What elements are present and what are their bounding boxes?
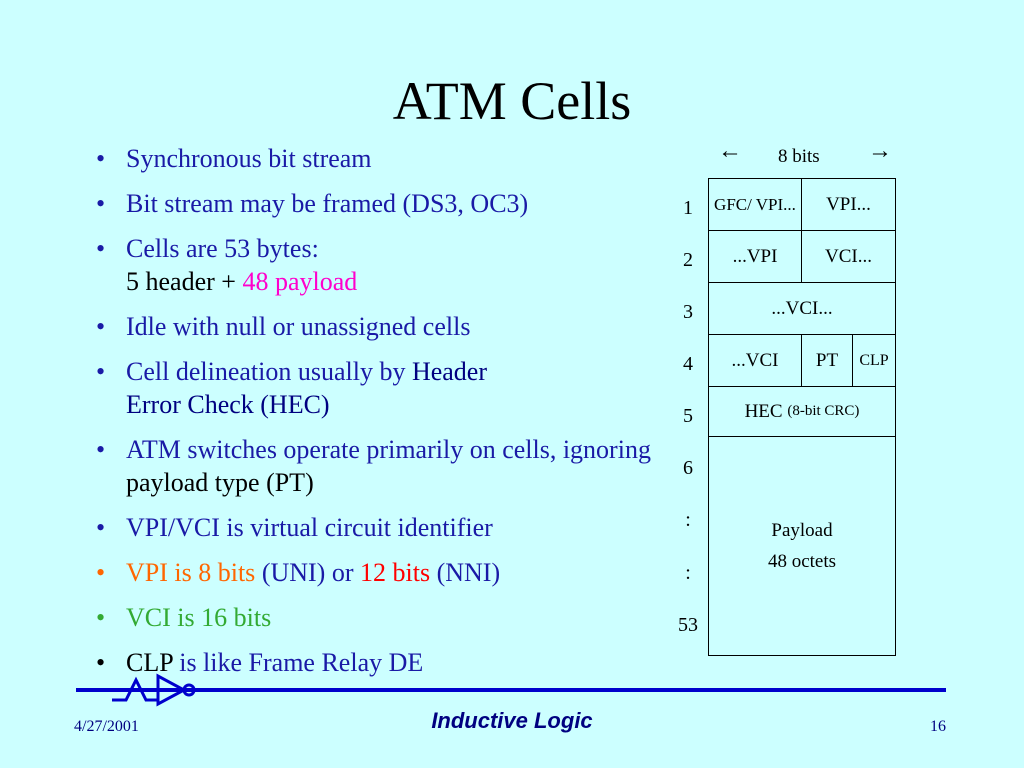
bullet-text: Cells are 53 bytes: [126,234,319,263]
row-number: 3 [683,301,693,323]
slide-title: ATM Cells [392,71,632,131]
cell-payload: Payload 48 octets [708,436,896,656]
logic-gate-icon [112,673,222,707]
row-number: 1 [683,197,693,219]
bullet-text: + [214,267,243,296]
cell-pt: PT [801,334,853,387]
payload-size: 48 octets [767,550,837,572]
cell-clp: CLP [852,334,896,387]
row-number: 5 [683,405,693,427]
cell-vci-mid: ...VCI... [708,282,896,335]
arrow-left-icon: ← [718,138,742,164]
cell-vpi-cont: ...VPI [708,230,802,283]
bullet-dot: • [96,513,106,542]
footer-divider [76,673,946,720]
cell-vpi: VPI... [801,178,896,231]
footer-brand: Inductive Logic [431,708,593,733]
row-number: 2 [683,249,693,271]
arrow-right-icon: → [868,138,892,164]
footer-date: 4/27/2001 [74,718,139,735]
bullet-dot: • [96,603,106,632]
bullet-text: VPI is 8 bits [126,558,256,587]
bullet-list: • Synchronous bit stream • Bit stream may … [96,142,666,691]
hec-detail: (8-bit CRC) [787,403,860,419]
cell-hec: HEC (8-bit CRC) [708,386,896,437]
bullet-item: • Synchronous bit stream [96,142,666,175]
bullet-text: VPI/VCI is virtual circuit identifier [126,513,493,542]
bullet-dot: • [96,312,106,341]
cell-gfc-vpi: GFC/ VPI... [708,178,802,231]
row-number: : [685,562,691,584]
payload-label: Payload [771,519,833,541]
bullet-text: Cell delineation usually by [126,357,412,386]
bullet-dot: • [96,357,106,386]
bullet-text: CLP [126,648,173,677]
bullet-text: Synchronous bit stream [126,144,372,173]
bullet-text: Idle with null or unassigned cells [126,312,471,341]
bullet-text: payload type (PT) [126,468,314,497]
bullet-text: is like Frame Relay DE [172,648,424,677]
bullet-item: • VCI is 16 bits [96,601,666,634]
bullet-item: • VPI/VCI is virtual circuit identifier [96,511,666,544]
bullet-item: • Idle with null or unassigned cells [96,310,666,343]
page-number: 16 [930,718,946,735]
bullet-item: • ATM switches operate primarily on cells… [96,433,666,499]
bullet-text: (NNI) [430,558,501,587]
bullet-dot: • [96,435,106,464]
bullet-text: (UNI) or [255,558,360,587]
row-number: 6 [683,457,693,479]
row-number: 4 [683,353,693,375]
bullet-dot: • [96,648,106,677]
hec-label: HEC [744,400,783,422]
footer-rule [76,688,946,692]
cell-vci-end: ...VCI [708,334,802,387]
bullet-item: • Cells are 53 bytes: 5 header + 48 payloa… [96,232,666,298]
bullet-item: • VPI is 8 bits (UNI) or 12 bits (NNI) [96,556,666,589]
bullet-dot: • [96,558,106,587]
bullet-text: 48 payload [242,267,358,296]
bits-label: 8 bits [778,146,820,167]
bullet-text: 12 bits [360,558,431,587]
bullet-text: VCI is 16 bits [126,603,272,632]
bullet-dot: • [96,234,106,263]
bullet-text: Error Check (HEC) [126,390,330,419]
row-number: : [685,509,691,531]
bullet-text: ATM switches operate primarily on cells,… [126,435,651,464]
bullet-dot: • [96,144,106,173]
row-number: 53 [678,614,698,636]
cell-vci: VCI... [801,230,896,283]
bullet-item: • Bit stream may be framed (DS3, OC3) [96,187,666,220]
bullet-text: Bit stream may be framed (DS3, OC3) [126,189,529,218]
bullet-dot: • [96,189,106,218]
bullet-item: • CLP is like Frame Relay DE [96,646,666,679]
bullet-text: Header [411,357,488,386]
bullet-text: 5 header [126,267,215,296]
